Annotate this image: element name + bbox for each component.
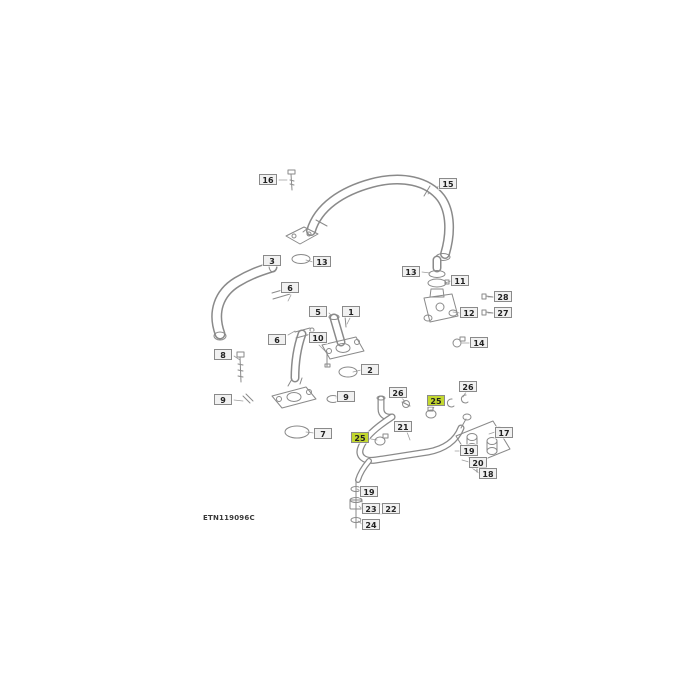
oring-13-drawing xyxy=(291,254,311,264)
hose-15-drawing xyxy=(285,174,455,261)
part-label-16-0[interactable]: 16 xyxy=(259,174,277,185)
part-label-6-8[interactable]: 6 xyxy=(268,334,286,345)
part-label-11-15[interactable]: 11 xyxy=(451,275,469,286)
drawing-code: ETN119096C xyxy=(203,514,255,522)
part-label-10-7[interactable]: 10 xyxy=(309,332,327,343)
part-label-19-26[interactable]: 19 xyxy=(460,445,478,456)
part-label-12-18[interactable]: 12 xyxy=(460,307,478,318)
part-label-20-27[interactable]: 20 xyxy=(469,457,487,468)
bolt-28-27-drawing xyxy=(481,293,494,316)
part-label-21-23[interactable]: 21 xyxy=(394,421,412,432)
bolt-8-drawing xyxy=(236,351,254,404)
part-label-22-31[interactable]: 22 xyxy=(382,503,400,514)
oring-7-drawing xyxy=(284,425,310,439)
part-label-18-28[interactable]: 18 xyxy=(479,468,497,479)
part-label-9-11[interactable]: 9 xyxy=(214,394,232,405)
part-label-7-13[interactable]: 7 xyxy=(314,428,332,439)
part-label-28-16[interactable]: 28 xyxy=(494,291,512,302)
part-label-13-3[interactable]: 13 xyxy=(313,256,331,267)
part-label-6-4[interactable]: 6 xyxy=(281,282,299,293)
part-label-25-22-highlighted[interactable]: 25 xyxy=(427,395,445,406)
clamp-14-drawing xyxy=(452,336,466,348)
part-label-9-12[interactable]: 9 xyxy=(337,391,355,402)
housing-12-drawing xyxy=(423,255,459,323)
hose-21-drawing xyxy=(356,394,472,464)
part-label-27-17[interactable]: 27 xyxy=(494,307,512,318)
part-label-3-2[interactable]: 3 xyxy=(263,255,281,266)
thermostat-cover-drawing xyxy=(271,377,317,409)
part-label-17-25[interactable]: 17 xyxy=(495,427,513,438)
part-label-26-20[interactable]: 26 xyxy=(389,387,407,398)
part-label-19-29[interactable]: 19 xyxy=(360,486,378,497)
part-label-15-1[interactable]: 15 xyxy=(439,178,457,189)
part-label-1-6[interactable]: 1 xyxy=(342,306,360,317)
part-label-14-19[interactable]: 14 xyxy=(470,337,488,348)
part-label-25-24-highlighted[interactable]: 25 xyxy=(351,432,369,443)
part-label-2-10[interactable]: 2 xyxy=(361,364,379,375)
part-label-13-14[interactable]: 13 xyxy=(402,266,420,277)
pipe-clamp-6-lower-drawing xyxy=(290,327,315,383)
bolt-16-drawing xyxy=(287,169,296,191)
part-label-24-32[interactable]: 24 xyxy=(362,519,380,530)
part-label-5-5[interactable]: 5 xyxy=(309,306,327,317)
water-flange-drawing xyxy=(321,311,365,403)
part-label-26-21[interactable]: 26 xyxy=(459,381,477,392)
part-label-8-9[interactable]: 8 xyxy=(214,349,232,360)
hose-3-drawing xyxy=(211,259,278,341)
part-label-23-30[interactable]: 23 xyxy=(362,503,380,514)
